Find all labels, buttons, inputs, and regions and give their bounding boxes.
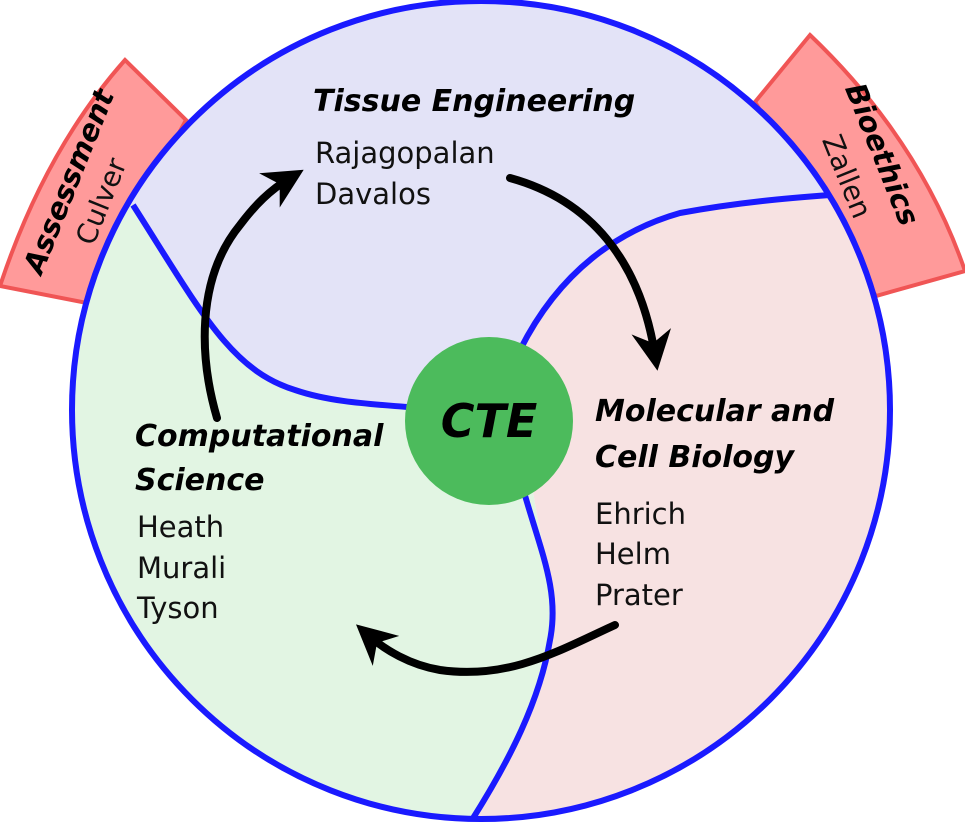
arrow-computational-to-tissue xyxy=(200,169,304,422)
bioethics-tab xyxy=(752,32,965,299)
tissue-member: Rajagopalan xyxy=(315,136,495,170)
computational-title-line: Computational xyxy=(135,419,384,454)
center-label: CTE xyxy=(441,394,538,448)
molecular-member: Prater xyxy=(595,578,683,612)
molecular-title-line: Molecular and xyxy=(595,394,835,429)
center-node xyxy=(405,337,573,505)
computational-member: Tyson xyxy=(136,591,219,625)
molecular-title-line: Cell Biology xyxy=(595,440,796,475)
molecular-member: Ehrich xyxy=(595,497,686,531)
computational-member: Murali xyxy=(137,551,226,585)
computational-member: Heath xyxy=(137,510,224,544)
molecular-member: Helm xyxy=(595,537,671,571)
outer-ring xyxy=(69,0,893,822)
computational-sector xyxy=(72,1,553,819)
assessment-tab xyxy=(0,57,189,306)
tissue-member: Davalos xyxy=(315,177,431,211)
computational-title-line: Science xyxy=(135,463,265,498)
boundary-tissue-molecular xyxy=(517,192,831,352)
boundary-tissue-computational xyxy=(130,203,408,410)
tissue-sector xyxy=(72,1,890,407)
arrow-tissue-to-molecular xyxy=(506,174,672,371)
arrow-molecular-to-computational xyxy=(356,621,619,676)
boundary-molecular-computational xyxy=(467,484,556,819)
tissue-title: Tissue Engineering xyxy=(313,84,635,119)
